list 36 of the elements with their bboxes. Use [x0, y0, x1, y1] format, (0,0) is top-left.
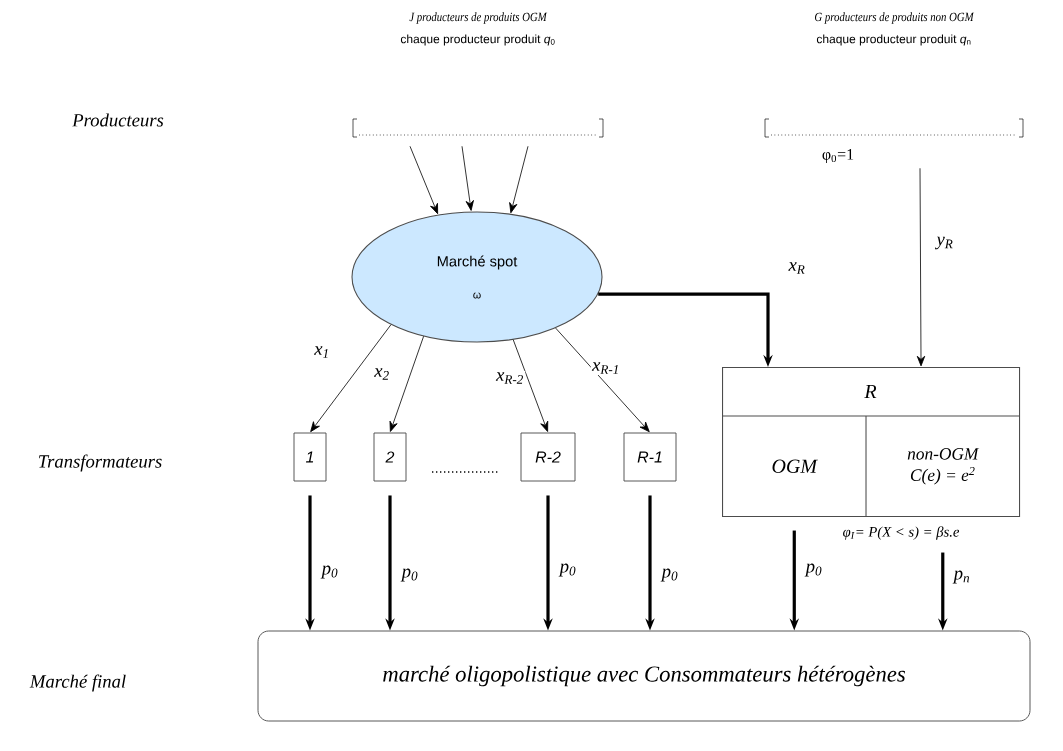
edge-label: x$_{2}$: [372, 366, 392, 382]
edge-label: p$_{0}$: [558, 562, 578, 578]
processor-box: R-1: [623, 432, 677, 482]
group-subheading: chaque producteur produit q$_{0}$: [400, 34, 555, 46]
tier-label: Producteurs: [72, 113, 164, 127]
processor-box: 1: [293, 432, 327, 482]
edge-label: x$_{R-1}$: [590, 360, 622, 376]
arrow: [409, 145, 439, 215]
arrow: [512, 339, 549, 432]
edge-label: p$_{0}$: [804, 562, 824, 578]
group-subheading: chaque producteur produit q$_{n}$: [816, 34, 971, 46]
edge-label: x$_{R-2}$: [494, 370, 526, 386]
edge-label: x$_{1}$: [312, 344, 332, 360]
edge-label: p$_{n}$: [952, 569, 972, 585]
arrow: [555, 327, 650, 433]
arrow: [310, 324, 392, 433]
arrow: [461, 145, 474, 211]
tier-label: Marché final: [29, 674, 126, 692]
edge-label: p$_{0}$: [400, 567, 420, 583]
tier-label: Transformateurs: [39, 454, 162, 472]
edge-label: p$_{0}$: [660, 567, 680, 583]
processor-box: R-2: [520, 432, 576, 482]
table-cell: non-OGM C(e) = e$^{2}$: [865, 415, 980, 517]
edge-label: p$_{0}$: [320, 564, 340, 580]
arrow: [389, 335, 424, 432]
arrow: [509, 145, 529, 214]
formula-text: φ$_{I}$= P(X < s) = βs.e: [843, 526, 960, 540]
arrow: [916, 167, 926, 367]
edge-label: x$_{R}$: [787, 260, 807, 276]
processor-box: 2: [373, 432, 407, 482]
group-heading: J producteurs de produits OGM: [409, 12, 548, 24]
table-cell: OGM: [772, 459, 818, 473]
formula-text: φ$_{0}$=1: [822, 149, 854, 163]
market-box: marché oligopolistique avec Consommateurs hétérogènes: [257, 630, 1031, 722]
edge-label: y$_{R}$: [935, 235, 955, 251]
group-heading: G producteurs de produits non OGM: [815, 12, 975, 24]
